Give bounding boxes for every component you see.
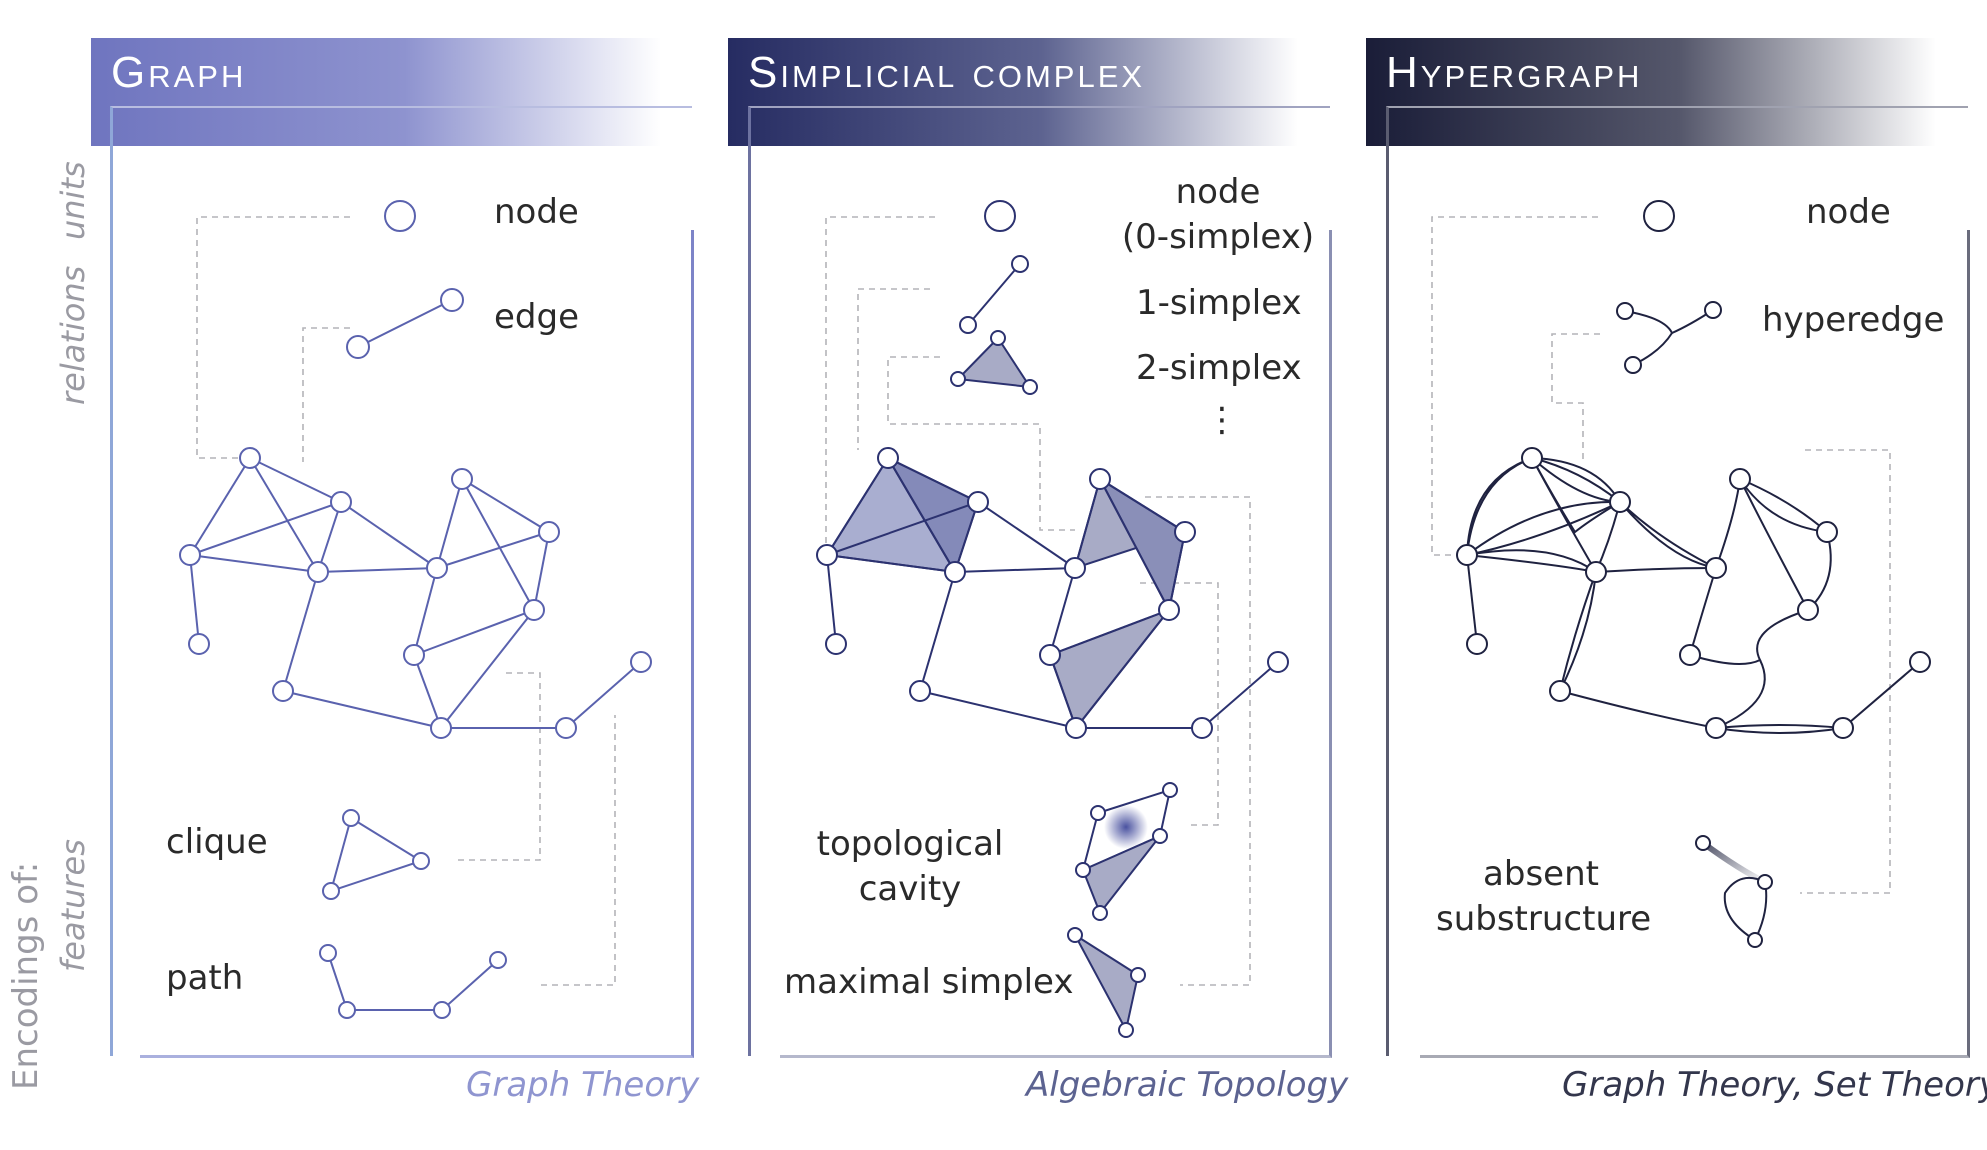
graph-path [319,944,507,1019]
hypergraph-absent-label: absent substructure [1436,854,1652,939]
graph-panel-art [179,200,652,1019]
simplicial-maximal [1067,927,1146,1038]
cavity-blur [1104,805,1148,849]
graph-connectors [196,216,616,986]
hypergraph-nodes [1456,447,1931,739]
graph-node-label: node [494,192,579,232]
graph-frame [110,106,692,1056]
hypergraph-title: Hypergraph [1386,48,1643,97]
graph-clique [322,809,430,900]
hypergraph-footer: Graph Theory, Set Theory [1562,1065,1987,1105]
hypergraph-legend-node [1643,200,1675,232]
simplicial-header: Simplicial complex [728,38,1298,146]
simplicial-cavity-label: topological cavity [816,824,1004,909]
graph-header: Graph [91,38,661,146]
hypergraph-edges [1466,457,1921,734]
simplicial-node-label: node (0-simplex) [1121,172,1315,257]
graph-legend-node [384,200,416,232]
simplicial-1-simplex-label: 1-simplex [1136,283,1302,323]
hypergraph-frame-right [1420,230,1970,1058]
graph-title: Graph [111,48,247,97]
graph-frame-right [140,230,694,1058]
simplicial-legend-node [984,200,1016,232]
simplicial-maximal-label: maximal simplex [784,962,1074,1002]
graph-main-edges [189,457,642,729]
simplicial-frame-right [780,230,1332,1058]
simplicial-footer: Algebraic Topology [1026,1065,1349,1105]
simplicial-legend-2-simplex [950,330,1038,395]
graph-edge-label: edge [494,297,579,337]
simplicial-cavity [1075,782,1178,921]
simplicial-connectors [825,216,1251,986]
simplicial-legend-1-simplex [959,255,1029,334]
graph-path-label: path [166,958,244,998]
graph-clique-label: clique [166,822,268,862]
simplicial-title: Simplicial complex [748,48,1146,97]
simplicial-frame [748,106,1330,1056]
simplicial-edges [826,457,1279,729]
hypergraph-legend-hyperedge [1616,301,1722,374]
hypergraph-node-label: node [1806,192,1891,232]
hypergraph-hyperedge-label: hyperedge [1762,300,1945,340]
graph-main-nodes [179,447,652,739]
graph-footer: Graph Theory [466,1065,700,1105]
hypergraph-absent-substructure [1695,835,1773,948]
hypergraph-connectors [1431,216,1891,894]
graph-legend-edge-a [346,335,370,359]
simplicial-nodes [816,447,1289,739]
hypergraph-header: Hypergraph [1366,38,1936,146]
hypergraph-panel-art [1431,200,1931,948]
simplicial-ellipsis: ⋮ [1205,400,1239,440]
hypergraph-frame [1386,106,1968,1056]
simplicial-2-simplex-label: 2-simplex [1136,348,1302,388]
simplicial-panel-art [816,200,1289,1038]
graph-legend-edge-b [440,288,464,312]
